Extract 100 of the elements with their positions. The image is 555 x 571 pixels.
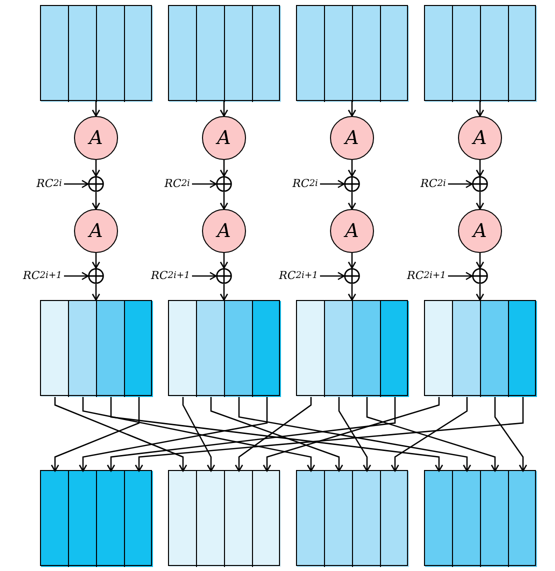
function-circle (330, 116, 374, 160)
arrow (78, 397, 268, 472)
state-column (425, 301, 453, 397)
state-column (97, 471, 125, 567)
state-column (225, 6, 253, 102)
arrow (448, 272, 473, 280)
arrow (192, 272, 217, 280)
state-column (297, 6, 325, 102)
arrow (64, 180, 89, 188)
arrow (348, 160, 356, 177)
arrow (476, 160, 484, 177)
state-column (381, 6, 409, 102)
arrow (494, 397, 528, 472)
arrow (106, 397, 396, 472)
state-column (453, 471, 481, 567)
state-block (296, 5, 408, 101)
arrow (476, 253, 484, 269)
state-column (481, 6, 509, 102)
function-label: A (89, 127, 103, 149)
arrow (92, 284, 100, 301)
arrow (54, 397, 188, 472)
state-column (325, 471, 353, 567)
arrow (234, 397, 312, 472)
state-column (453, 6, 481, 102)
state-column (509, 301, 537, 397)
arrow (92, 192, 100, 210)
function-label: A (217, 127, 231, 149)
function-circle (458, 209, 502, 253)
arrow (64, 272, 89, 280)
state-column (253, 301, 281, 397)
arrow (476, 192, 484, 210)
state-column (69, 471, 97, 567)
state-block (296, 470, 408, 566)
arrow (220, 192, 228, 210)
state-column (297, 301, 325, 397)
state-column (353, 301, 381, 397)
function-label: A (345, 220, 359, 242)
state-column (381, 301, 409, 397)
arrow (348, 101, 356, 117)
state-column (125, 6, 153, 102)
state-block (168, 470, 280, 566)
arrow (92, 253, 100, 269)
function-label: A (345, 127, 359, 149)
arrow (182, 397, 216, 472)
arrow (348, 284, 356, 301)
state-column (325, 301, 353, 397)
state-column (169, 6, 197, 102)
state-column (97, 301, 125, 397)
state-column (225, 301, 253, 397)
state-column (197, 6, 225, 102)
arrow (210, 397, 344, 472)
arrow (338, 397, 372, 472)
state-block (168, 300, 280, 396)
arrow (192, 180, 217, 188)
function-circle (458, 116, 502, 160)
state-column (125, 301, 153, 397)
arrow (348, 253, 356, 269)
function-label: A (89, 220, 103, 242)
arrow (390, 397, 468, 472)
state-column (41, 301, 69, 397)
state-column (509, 471, 537, 567)
arrow (220, 101, 228, 117)
state-column (69, 6, 97, 102)
state-column (509, 6, 537, 102)
function-label: A (473, 127, 487, 149)
arrow (320, 272, 345, 280)
state-column (297, 471, 325, 567)
state-column (197, 471, 225, 567)
state-column (425, 6, 453, 102)
function-circle (330, 209, 374, 253)
arrow (448, 180, 473, 188)
state-column (353, 471, 381, 567)
arrow (366, 397, 500, 472)
arrow (82, 397, 316, 472)
state-column (381, 471, 409, 567)
state-column (97, 6, 125, 102)
arrow (92, 160, 100, 177)
function-circle (74, 116, 118, 160)
state-block (424, 470, 536, 566)
state-column (41, 471, 69, 567)
state-block (424, 300, 536, 396)
function-circle (202, 116, 246, 160)
state-column (253, 471, 281, 567)
state-column (41, 6, 69, 102)
arrow (348, 192, 356, 210)
state-column (169, 471, 197, 567)
state-column (425, 471, 453, 567)
state-column (481, 301, 509, 397)
arrow (476, 101, 484, 117)
function-label: A (217, 220, 231, 242)
function-label: A (473, 220, 487, 242)
state-column (453, 301, 481, 397)
state-column (353, 6, 381, 102)
state-column (69, 301, 97, 397)
arrow (220, 253, 228, 269)
state-block (40, 470, 152, 566)
arrow (220, 160, 228, 177)
arrow (134, 397, 524, 472)
state-block (40, 5, 152, 101)
function-circle (202, 209, 246, 253)
